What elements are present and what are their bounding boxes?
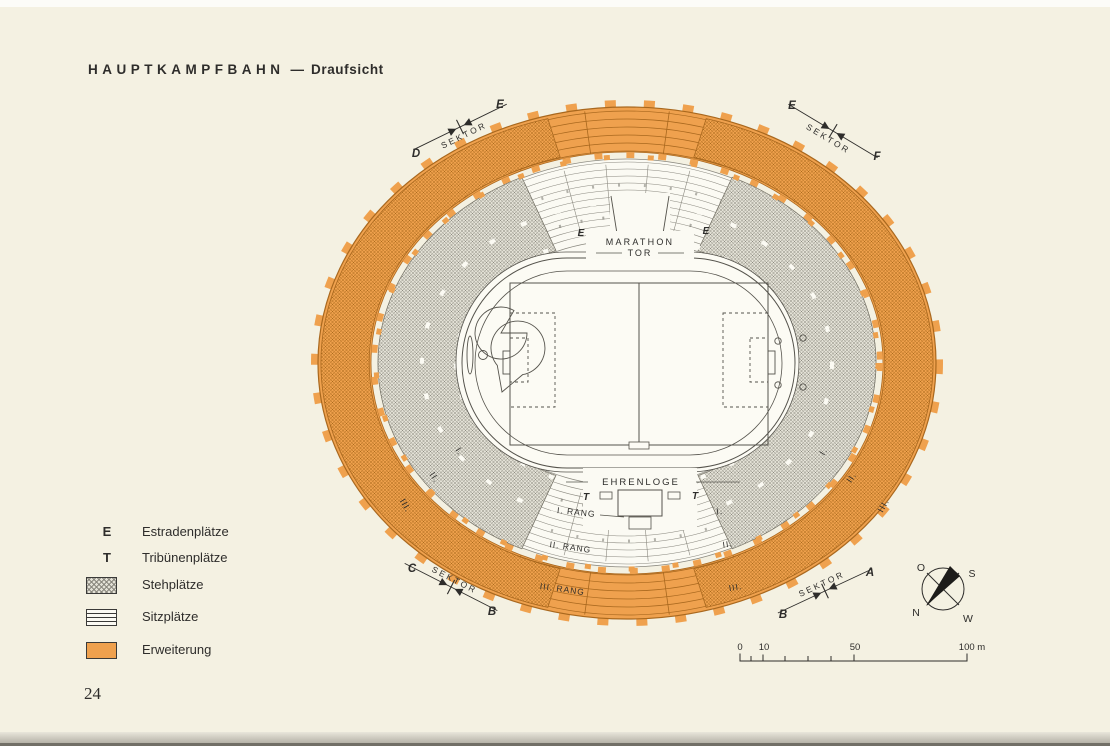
sector-arrow — [820, 121, 830, 129]
sector-arrow — [454, 588, 464, 597]
seat-aisle — [563, 170, 582, 234]
rang-2-right: II. — [722, 538, 733, 549]
sector-arrow — [828, 582, 838, 590]
honor-box: EHRENLOGE T T — [566, 468, 740, 530]
tier-2-right: II. — [844, 470, 858, 484]
seat-aisle — [563, 492, 582, 556]
scan-edge-shadow — [0, 743, 1110, 746]
expansion-standing-right — [693, 118, 934, 608]
title-subtitle: Draufsicht — [311, 62, 384, 77]
legend-label: Erweiterung — [142, 642, 212, 657]
compass-south: S — [968, 568, 975, 580]
sector-arrow — [463, 118, 473, 126]
scale-tick-100: 100 m — [959, 642, 985, 653]
sector-arrow — [812, 592, 822, 600]
tier-2-left: II. — [427, 470, 441, 484]
compass-east: O — [917, 562, 925, 574]
page-title: HAUPTKAMPFBAHN — Draufsicht — [88, 62, 384, 77]
expansion-aisle — [584, 570, 592, 615]
sector-letter: A — [865, 567, 874, 579]
title-main: HAUPTKAMPFBAHN — [88, 62, 285, 77]
football-pitch — [502, 282, 776, 450]
title-separator: — — [290, 62, 305, 77]
scale-tick-0: 0 — [737, 642, 742, 653]
scan-edge-bottom — [0, 732, 1110, 746]
legend-symbol-t: T — [103, 550, 111, 565]
estrade-label-right: E — [703, 226, 710, 237]
rows-swatch — [86, 609, 117, 626]
sector-letter: B — [779, 609, 787, 621]
scan-edge-top — [0, 0, 1110, 7]
legend-label: Estradenplätze — [142, 524, 229, 539]
legend-label: Stehplätze — [142, 577, 204, 592]
tier-1-left: I. — [453, 446, 465, 457]
sector-letter: D — [412, 148, 420, 160]
rang-1-right: I. — [716, 506, 724, 517]
compass-west: W — [963, 613, 973, 625]
ehrenloge-label: EHRENLOGE — [602, 477, 680, 488]
sector-letter: E — [496, 99, 504, 111]
sector-arrow — [447, 128, 457, 136]
orange-swatch — [86, 642, 117, 659]
compass-needle — [926, 566, 960, 606]
scale-tick-50: 50 — [850, 642, 861, 653]
seat-aisle — [672, 170, 691, 234]
legend-label: Tribünenplätze — [142, 550, 228, 565]
sector-letter: B — [488, 606, 496, 618]
sector-letter: F — [873, 151, 881, 163]
marathon-label-line2: TOR — [628, 248, 653, 258]
legend-symbol-e: E — [102, 524, 112, 539]
hatch-swatch — [86, 577, 117, 594]
stair-blocks — [373, 154, 881, 572]
tier-1-right: I. — [817, 446, 829, 457]
expansion-aisle — [662, 570, 670, 615]
sector-arrow — [836, 133, 846, 141]
compass-rose: O S N W — [912, 562, 975, 625]
expansion-aisle — [584, 111, 592, 156]
rang-1-left: I. RANG — [557, 505, 596, 519]
page-number: 24 — [84, 684, 101, 703]
sector-letter: C — [408, 563, 417, 575]
tribune-label-left: T — [583, 492, 590, 503]
marathon-gate: MARATHON TOR E E — [578, 193, 710, 259]
compass-north: N — [912, 607, 920, 619]
legend-label: Sitzplätze — [142, 609, 199, 624]
throwing-circles — [466, 306, 807, 393]
expansion-aisle — [662, 111, 670, 156]
scale-tick-10: 10 — [759, 642, 770, 653]
sector-arrow — [438, 577, 448, 586]
marathon-label-line1: MARATHON — [606, 237, 674, 247]
tribune-label-right: T — [692, 491, 699, 502]
rang-3-right: III. — [728, 581, 743, 593]
track-and-field — [455, 251, 807, 473]
sector-letter: E — [788, 100, 796, 112]
scale-bar: 0 10 50 100 m — [737, 642, 985, 662]
estrade-label-left: E — [578, 228, 585, 239]
expansion-standing-left — [320, 118, 561, 608]
